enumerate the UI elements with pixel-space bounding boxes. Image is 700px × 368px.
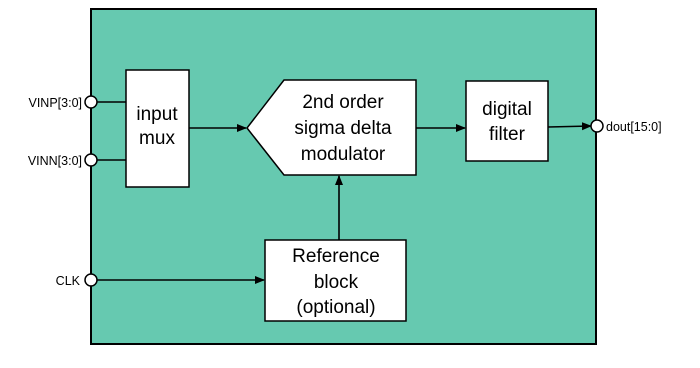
filter-to-dout-arrow (547, 122, 592, 131)
clk-port (84, 273, 98, 287)
dout-label: dout[15:0] (606, 120, 662, 134)
reference-label-line1: Reference (292, 246, 380, 267)
input-mux-label-line1: input (136, 104, 178, 125)
digital-filter-label-line1: digital (482, 99, 532, 120)
vinn-label: VINN[3:0] (28, 154, 82, 168)
modulator-label-line3: modulator (301, 144, 386, 165)
dout-port (590, 119, 604, 133)
vinn-port (84, 153, 98, 167)
reference-label-line3: (optional) (296, 297, 375, 318)
modulator-label-line1: 2nd order (302, 92, 384, 113)
digital-filter-label-line2: filter (489, 124, 526, 145)
input-mux-label-line2: mux (139, 128, 175, 149)
vinp-label: VINP[3:0] (29, 96, 83, 110)
vinp-port (84, 95, 98, 109)
modulator-block (246, 79, 417, 176)
digital-filter-block (465, 80, 549, 162)
reference-block (264, 239, 407, 322)
clk-label: CLK (56, 274, 81, 288)
input-mux-block (125, 69, 190, 188)
modulator-label-line2: sigma delta (294, 118, 392, 139)
reference-label-line2: block (314, 272, 359, 293)
